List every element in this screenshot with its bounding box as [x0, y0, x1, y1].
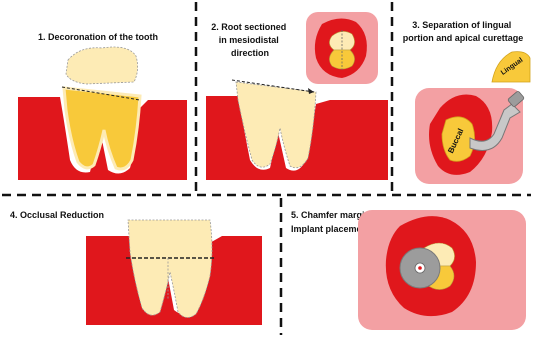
panel-1: 1. Decoronation of the tooth [18, 32, 187, 180]
panel-4: 4. Occlusal Reduction [10, 210, 262, 325]
step-1-title: 1. Decoronation of the tooth [38, 32, 158, 42]
panel-5: 5. Chamfer margin and Implant placement [291, 210, 526, 330]
step-4-title: 4. Occlusal Reduction [10, 210, 104, 220]
implant-center [418, 266, 422, 270]
panel-3: 3. Separation of lingual portion and api… [403, 20, 530, 184]
step-3-title: 3. Separation of lingual portion and api… [403, 20, 524, 43]
removed-crown [66, 47, 138, 84]
panel-2: 2. Root sectioned in mesiodistal directi… [206, 12, 388, 180]
step-2-title: 2. Root sectioned in mesiodistal directi… [211, 22, 289, 58]
